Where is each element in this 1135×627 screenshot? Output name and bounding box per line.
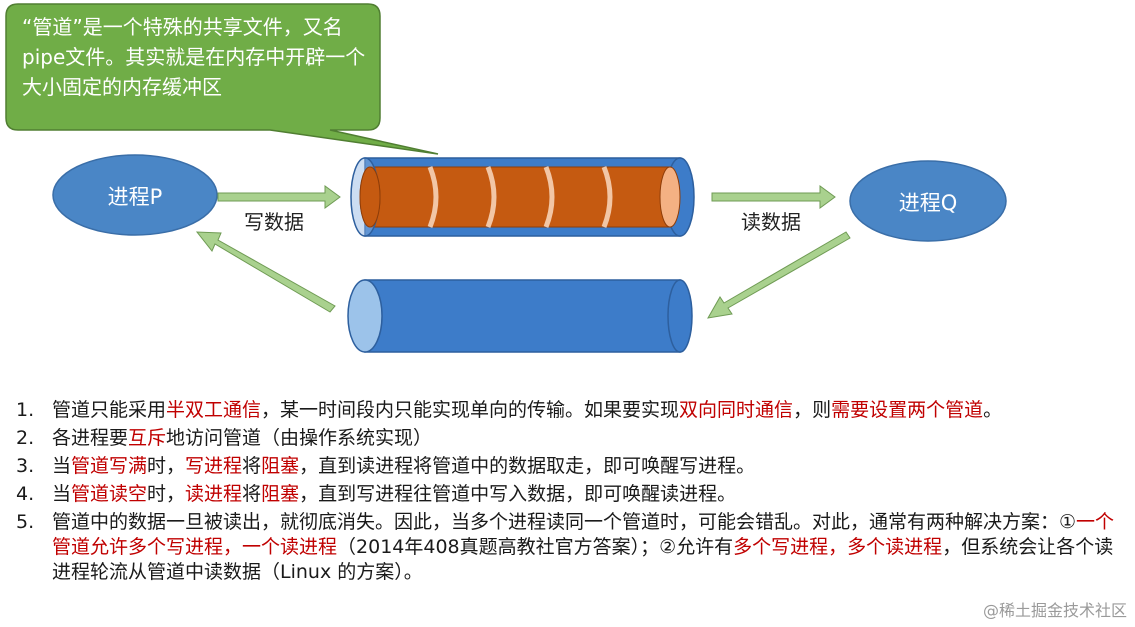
watermark: @稀土掘金技术社区 [982, 601, 1127, 620]
notes-list: 1. 管道只能采用半双工通信，某一时间段内只能实现单向的传输。如果要实现双向同时通… [10, 398, 1130, 588]
process-p-ellipse [52, 154, 218, 236]
diagram-canvas [5, 3, 1007, 353]
note-highlight: 阻塞 [261, 483, 300, 505]
note-text: 时， [147, 483, 186, 505]
process-p-label: 进程P [107, 185, 163, 209]
process-q-ellipse [849, 160, 1007, 242]
note-highlight: 管道写满 [71, 455, 148, 477]
note-text: 地访问管道（由操作系统实现） [166, 427, 433, 449]
note-highlight: 一个管道允许多个写进程，一个读进程 [52, 511, 1115, 558]
note-text: 将 [242, 455, 262, 477]
return-arrow-right [707, 231, 851, 319]
note-highlight: 读进程 [185, 483, 243, 505]
note-highlight: 互斥 [128, 427, 167, 449]
write-arrow [217, 185, 341, 209]
note-text: ，则 [793, 399, 832, 421]
note-item: 3. 当管道写满时，写进程将阻塞，直到读进程将管道中的数据取走，即可唤醒写进程。 [10, 454, 1130, 479]
note-number: 1. [16, 399, 35, 421]
note-text: ，直到读进程将管道中的数据取走，即可唤醒写进程。 [299, 455, 756, 477]
pipe-full [350, 157, 695, 237]
note-highlight: 需要设置两个管道 [831, 399, 984, 421]
note-item: 4. 当管道读空时，读进程将阻塞，直到写进程往管道中写入数据，即可唤醒读进程。 [10, 482, 1130, 507]
pipe-diagram: “管道”是一个特殊的共享文件，又名pipe文件。其实就是在内存中开辟一个大小固定… [5, 3, 1007, 353]
return-arrow-left [195, 231, 336, 313]
note-number: 5. [16, 511, 35, 533]
read-data-label: 读数据 [741, 210, 801, 234]
note-text: ，直到写进程往管道中写入数据，即可唤醒读进程。 [299, 483, 737, 505]
note-text: 各进程要 [52, 427, 129, 449]
note-text: ，但系统会让各个读进程轮流从管道中读数据（Linux 的方案）。 [52, 536, 1114, 583]
note-text: 。 [983, 399, 1003, 421]
read-arrow [711, 185, 836, 209]
note-highlight: 半双工通信 [166, 399, 262, 421]
callout-text: “管道”是一个特殊的共享文件，又名pipe文件。其实就是在内存中开辟一个大小固定… [22, 15, 366, 99]
note-text: ，某一时间段内只能实现单向的传输。如果要实现 [261, 399, 680, 421]
note-number: 2. [16, 427, 35, 449]
note-text: （2014年408真题高教社官方答案）；②允许有 [337, 536, 734, 558]
note-item: 2. 各进程要互斥地访问管道（由操作系统实现） [10, 426, 1130, 451]
process-q-label: 进程Q [898, 191, 958, 215]
pipe-empty [347, 279, 693, 353]
note-highlight: 写进程 [185, 455, 243, 477]
note-highlight: 多个写进程，多个读进程 [733, 536, 943, 558]
note-highlight: 管道读空 [71, 483, 148, 505]
note-highlight: 阻塞 [261, 455, 300, 477]
note-text: 当 [52, 455, 72, 477]
callout-bubble [5, 3, 439, 155]
note-text: 当 [52, 483, 72, 505]
note-item: 5. 管道中的数据一旦被读出，就彻底消失。因此，当多个进程读同一个管道时，可能会错… [10, 510, 1130, 585]
write-data-label: 写数据 [244, 210, 304, 234]
note-item: 1. 管道只能采用半双工通信，某一时间段内只能实现单向的传输。如果要实现双向同时通… [10, 398, 1130, 423]
note-text: 时， [147, 455, 186, 477]
note-number: 3. [16, 455, 35, 477]
note-text: 将 [242, 483, 262, 505]
note-text: 管道只能采用 [52, 399, 167, 421]
note-text: 管道中的数据一旦被读出，就彻底消失。因此，当多个进程读同一个管道时，可能会错乱。… [52, 511, 1077, 533]
note-highlight: 双向同时通信 [679, 399, 794, 421]
note-number: 4. [16, 483, 35, 505]
